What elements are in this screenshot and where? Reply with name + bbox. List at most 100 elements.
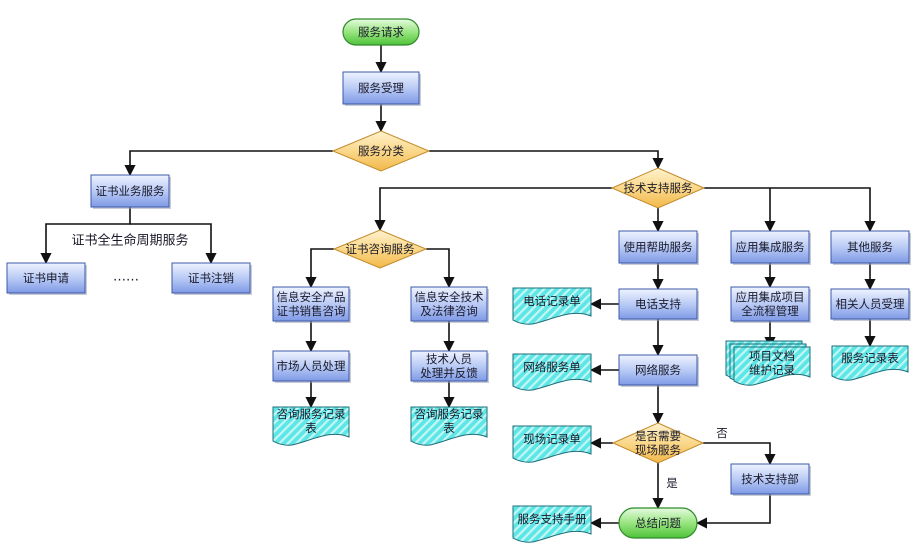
node-label: 处理并反馈 (420, 366, 478, 380)
node-label: 表 (305, 421, 317, 435)
node-label: 电话支持 (635, 297, 681, 311)
node-tech-support[interactable]: 技术支持服务 (610, 167, 706, 209)
node-label: 应用集成项目 (736, 290, 805, 304)
node-service-record[interactable]: 服务记录表 (831, 345, 909, 381)
process-box (618, 230, 698, 264)
node-onsite-record[interactable]: 现场记录单 (512, 425, 592, 463)
document-shape (272, 406, 350, 446)
decision-diamond (610, 167, 706, 209)
document-shape (410, 406, 488, 446)
node-label: 是否需要 (635, 429, 681, 443)
node-label: 网络服务 (635, 363, 681, 377)
node-tech-dept[interactable]: 技术支持部 (730, 463, 811, 496)
process-box (410, 350, 488, 382)
connector-arrow (130, 223, 217, 265)
node-label: 信息安全产品 (277, 290, 346, 304)
node-label: 其他服务 (847, 240, 893, 254)
node-support-manual[interactable]: 服务支持手册 (512, 505, 592, 543)
process-box (6, 262, 86, 294)
document-shape (512, 287, 592, 325)
node-phone-support[interactable]: 电话支持 (618, 288, 699, 321)
process-box (90, 174, 170, 208)
process-box (342, 71, 420, 105)
document-shape (733, 346, 811, 386)
node-staff-accept[interactable]: 相关人员受理 (830, 288, 911, 321)
node-label: 技术支持服务 (624, 181, 693, 195)
process-box (272, 350, 350, 382)
node-label: 维护记录 (749, 363, 795, 377)
node-label: 项目文档 (749, 349, 795, 363)
edges-layer (40, 45, 876, 529)
connector-arrow (426, 248, 455, 289)
process-box (830, 288, 910, 320)
node-help-service[interactable]: 使用帮助服务 (618, 230, 699, 265)
node-start[interactable]: 服务请求 (342, 18, 420, 46)
node-classify[interactable]: 服务分类 (331, 130, 431, 172)
node-label: 使用帮助服务 (624, 240, 693, 254)
node-label: 证书销售咨询 (277, 304, 346, 318)
process-box (618, 288, 698, 320)
node-label: 总结问题 (635, 516, 681, 530)
node-other-service[interactable]: 其他服务 (830, 230, 911, 265)
edge-label-yes: 是 (666, 476, 678, 490)
node-label: 现场服务 (635, 443, 681, 457)
terminal-shape (342, 18, 420, 46)
node-label: 相关人员受理 (836, 297, 905, 311)
node-phone-record[interactable]: 电话记录单 (512, 287, 592, 325)
connector-arrow (704, 187, 876, 233)
node-label: 表 (443, 421, 455, 435)
node-network-record[interactable]: 网络服务单 (512, 353, 592, 391)
document-shape (512, 425, 592, 463)
node-label: 咨询服务记录 (277, 407, 346, 421)
node-label: 技术人员 (426, 352, 472, 366)
node-market-handle[interactable]: 市场人员处理 (272, 350, 351, 383)
connector-arrow (695, 494, 771, 529)
node-label: 全流程管理 (741, 304, 799, 318)
node-cert-consult[interactable]: 证书咨询服务 (332, 229, 428, 269)
node-label: 技术支持部 (741, 472, 799, 486)
node-summary[interactable]: 总结问题 (618, 507, 698, 539)
node-accept[interactable]: 服务受理 (342, 71, 421, 106)
process-box (272, 286, 350, 322)
connector-arrow (703, 442, 776, 466)
process-box (410, 286, 488, 322)
node-label: 电话记录单 (523, 294, 581, 308)
node-cert-revoke[interactable]: 证书注销 (171, 262, 252, 295)
process-box (830, 230, 910, 264)
process-box (730, 230, 810, 264)
process-box (730, 463, 810, 495)
decision-diamond (331, 130, 431, 172)
decision-diamond (332, 229, 428, 269)
document-shape (831, 345, 909, 381)
node-ellipsis[interactable]: …… (113, 270, 139, 285)
document-shape (512, 505, 592, 543)
node-cert-business[interactable]: 证书业务服务 (90, 174, 171, 209)
edge-label-no: 否 (716, 426, 728, 440)
node-network-service[interactable]: 网络服务 (618, 354, 699, 387)
node-label: 证书申请 (23, 271, 69, 285)
node-app-integration[interactable]: 应用集成服务 (730, 230, 811, 265)
nodes-layer: 服务请求服务受理服务分类证书业务服务证书全生命周期服务证书申请……证书注销技术支… (6, 18, 911, 543)
node-cert-lifecycle[interactable]: 证书全生命周期服务 (71, 233, 188, 249)
node-label: 服务分类 (358, 144, 404, 158)
node-label: 现场记录单 (523, 432, 581, 446)
terminal-shape (618, 507, 698, 539)
node-label: 证书全生命周期服务 (71, 233, 188, 249)
connector-arrow (40, 207, 131, 265)
node-label: 应用集成服务 (736, 240, 805, 254)
node-label: 服务记录表 (841, 351, 899, 365)
decision-diamond (611, 422, 705, 464)
node-cert-apply[interactable]: 证书申请 (6, 262, 87, 295)
connector-arrow (429, 150, 664, 170)
document-shape (512, 353, 592, 391)
process-box (618, 354, 698, 386)
